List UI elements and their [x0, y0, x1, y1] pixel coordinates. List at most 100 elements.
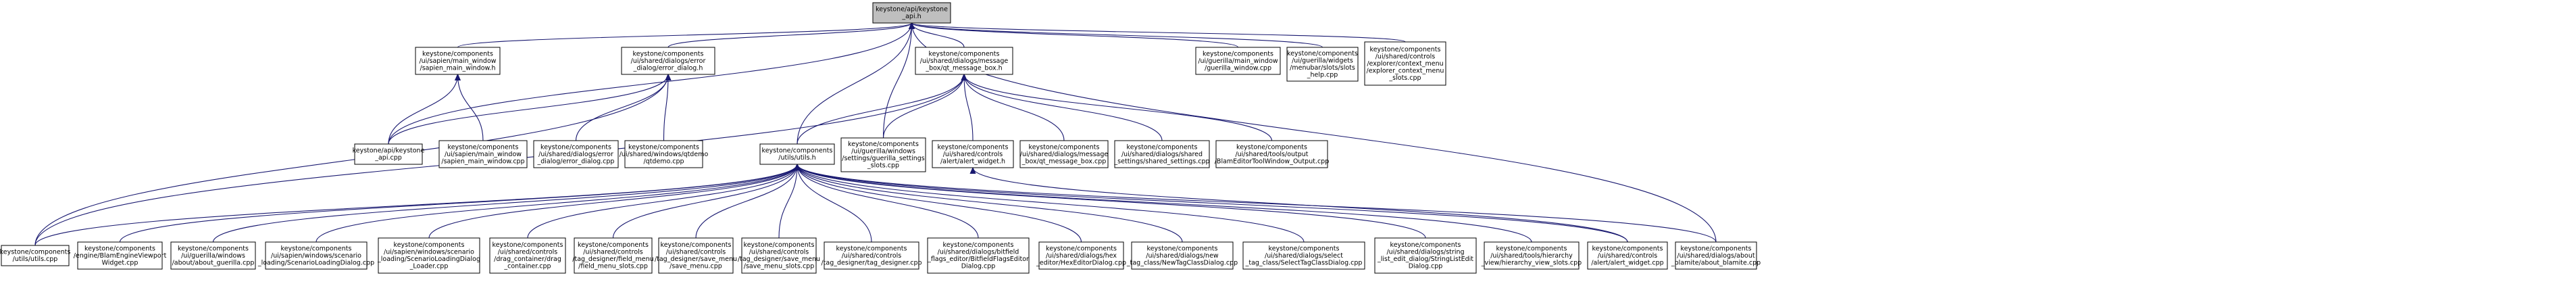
file-node[interactable]: keystone/components/ui/shared/dialogs/he… — [1036, 241, 1126, 270]
file-node-label: /ui/guerilla/windows — [181, 252, 245, 260]
file-node[interactable]: keystone/api/keystone_api.cpp — [353, 143, 425, 165]
file-node-label: keystone/components — [1592, 245, 1663, 252]
file-node-label: /qtdemo.cpp — [643, 158, 684, 165]
file-node[interactable]: keystone/components/ui/shared/windows/qt… — [620, 140, 709, 168]
file-node-box — [1242, 241, 1365, 270]
file-node-box — [759, 143, 835, 165]
file-node-label: _api.cpp — [374, 154, 402, 162]
file-node-label: /ui/sapien/main_window — [445, 151, 522, 158]
file-node[interactable]: keystone/components/ui/shared/controls/d… — [489, 237, 566, 274]
file-node-box — [872, 2, 951, 24]
file-node-label: _dialog/error_dialog.cpp — [537, 158, 615, 165]
file-node-label: /settings/guerilla_settings — [842, 155, 925, 162]
file-node-box — [927, 237, 1030, 274]
file-node[interactable]: keystone/components/ui/shared/dialogs/bi… — [927, 237, 1030, 274]
file-node-box — [1, 245, 70, 266]
file-node-label: /tag_designer/save_menu — [738, 256, 820, 263]
file-node-label: /sapien_main_window.h — [420, 64, 496, 72]
edge-n3-n16 — [964, 74, 1273, 141]
edge-n11-n30 — [797, 164, 1305, 243]
edge-n0-n5 — [912, 23, 1323, 48]
file-node-label: keystone/components — [0, 249, 70, 256]
file-node-label: /field_menu_slots.cpp — [578, 263, 648, 270]
file-node-label: /alert/alert_widget.h — [940, 158, 1005, 165]
file-node-label: /ui/shared/controls — [1375, 53, 1436, 60]
file-node-label: /ui/sapien/main_window — [419, 57, 496, 65]
file-node-box — [840, 137, 926, 172]
file-node[interactable]: keystone/components/ui/shared/dialogs/er… — [533, 140, 619, 168]
file-node-label: keystone/components — [281, 245, 352, 252]
file-node-label: keystone/api/keystone — [353, 147, 425, 155]
file-node[interactable]: keystone/components/ui/shared/controls/a… — [1587, 241, 1668, 270]
file-node[interactable]: keystone/components/ui/shared/dialogs/se… — [1242, 241, 1365, 270]
file-node[interactable]: keystone/components/ui/shared/dialogs/me… — [1019, 140, 1109, 168]
file-node[interactable]: keystone/components/ui/shared/dialogs/st… — [1374, 237, 1477, 274]
file-node[interactable]: keystone/components/ui/shared/controls/t… — [655, 237, 737, 274]
edge-n11-n29 — [797, 164, 1183, 243]
file-node[interactable]: keystone/api/keystone_api.h — [872, 2, 951, 24]
file-node[interactable]: keystone/components/ui/shared/dialogs/ab… — [1671, 241, 1761, 270]
file-node[interactable]: keystone/components/ui/shared/controls/t… — [572, 237, 654, 274]
file-node-label: /ui/shared/dialogs/message — [920, 57, 1009, 65]
file-node-label: keystone/components — [1370, 46, 1441, 53]
file-node-label: keystone/components — [1681, 245, 1752, 252]
file-node-label: _loading/ScenarioLoadingDialog — [377, 256, 480, 263]
file-node-label: keystone/components — [1029, 143, 1100, 151]
file-node-label: /ui/guerilla/main_window — [1198, 57, 1278, 65]
file-node[interactable]: keystone/components/utils/utils.cpp — [0, 245, 70, 266]
file-node-label: /tag_designer/tag_designer.cpp — [821, 259, 921, 266]
file-node[interactable]: keystone/components/ui/sapien/main_windo… — [415, 47, 501, 75]
file-node-label: keystone/components — [1203, 50, 1273, 57]
file-node-box — [533, 140, 619, 168]
edges-layer — [34, 23, 1717, 246]
file-node-box — [265, 241, 368, 270]
file-node-label: keystone/components — [762, 147, 833, 155]
edge-n2-n17 — [34, 74, 668, 246]
file-node[interactable]: keystone/components/ui/shared/tools/hier… — [1481, 241, 1582, 270]
edge-n0-n6 — [912, 23, 1406, 43]
file-node-label: keystone/components — [1390, 241, 1461, 249]
nodes-layer: keystone/api/keystone_api.h keystone/comp… — [0, 2, 1761, 274]
file-node-label: keystone/components — [836, 245, 907, 252]
edge-n11-n33 — [797, 164, 1628, 243]
file-node[interactable]: keystone/components/ui/guerilla/windows/… — [840, 137, 926, 172]
edge-n2-n7 — [388, 74, 668, 145]
file-node[interactable]: keystone/components/ui/guerilla/main_win… — [1195, 47, 1281, 75]
file-node-label: keystone/components — [628, 143, 699, 151]
file-node[interactable]: keystone/components/engine/BlamEngineVie… — [74, 241, 167, 270]
file-node-label: keystone/components — [1269, 245, 1340, 252]
file-node-label: keystone/components — [943, 241, 1014, 249]
file-node[interactable]: keystone/components/ui/guerilla/widgets/… — [1286, 47, 1359, 82]
file-node-box — [415, 47, 501, 75]
file-node[interactable]: keystone/components/ui/sapien/main_windo… — [438, 140, 528, 168]
edge-n3-n13 — [964, 74, 974, 141]
edge-n3-n15 — [964, 74, 1163, 141]
file-node[interactable]: keystone/components/ui/shared/dialogs/er… — [621, 47, 715, 75]
file-node-label: /utils/utils.h — [778, 154, 815, 162]
file-node-box — [1286, 47, 1359, 82]
file-node-box — [1587, 241, 1668, 270]
file-node-label: /tag_designer/save_menu — [655, 256, 737, 263]
file-node[interactable]: keystone/components/ui/shared/dialogs/me… — [915, 47, 1013, 75]
file-node[interactable]: keystone/components/ui/shared/controls/t… — [821, 241, 922, 270]
file-node[interactable]: keystone/components/ui/shared/dialogs/sh… — [1113, 140, 1210, 168]
file-node[interactable]: keystone/components/ui/sapien/windows/sc… — [377, 237, 480, 274]
edge-n0-n4 — [912, 23, 1239, 48]
file-node[interactable]: keystone/components/utils/utils.h — [759, 143, 835, 165]
file-node[interactable]: keystone/components/ui/guerilla/windows/… — [170, 241, 256, 270]
edge-n13-n33 — [973, 168, 1628, 243]
file-node-label: keystone/components — [394, 241, 465, 249]
edge-n11-n24 — [695, 164, 797, 239]
file-node[interactable]: keystone/components/ui/shared/tools/outp… — [1215, 140, 1330, 168]
file-node-label: /utils/utils.cpp — [13, 256, 58, 263]
file-node[interactable]: keystone/components/ui/sapien/windows/sc… — [257, 241, 374, 270]
file-node[interactable]: keystone/components/ui/shared/controls/a… — [932, 140, 1014, 168]
file-node[interactable]: keystone/components/ui/shared/controls/e… — [1364, 41, 1446, 86]
edge-n11-n17 — [34, 164, 797, 246]
file-node-box — [378, 237, 480, 274]
file-node-box — [824, 241, 919, 270]
file-node-box — [354, 143, 423, 165]
file-node[interactable]: keystone/components/ui/shared/dialogs/ne… — [1126, 241, 1238, 270]
edge-n11-n28 — [797, 164, 1082, 243]
file-node[interactable]: keystone/components/ui/shared/controls/t… — [738, 237, 820, 274]
